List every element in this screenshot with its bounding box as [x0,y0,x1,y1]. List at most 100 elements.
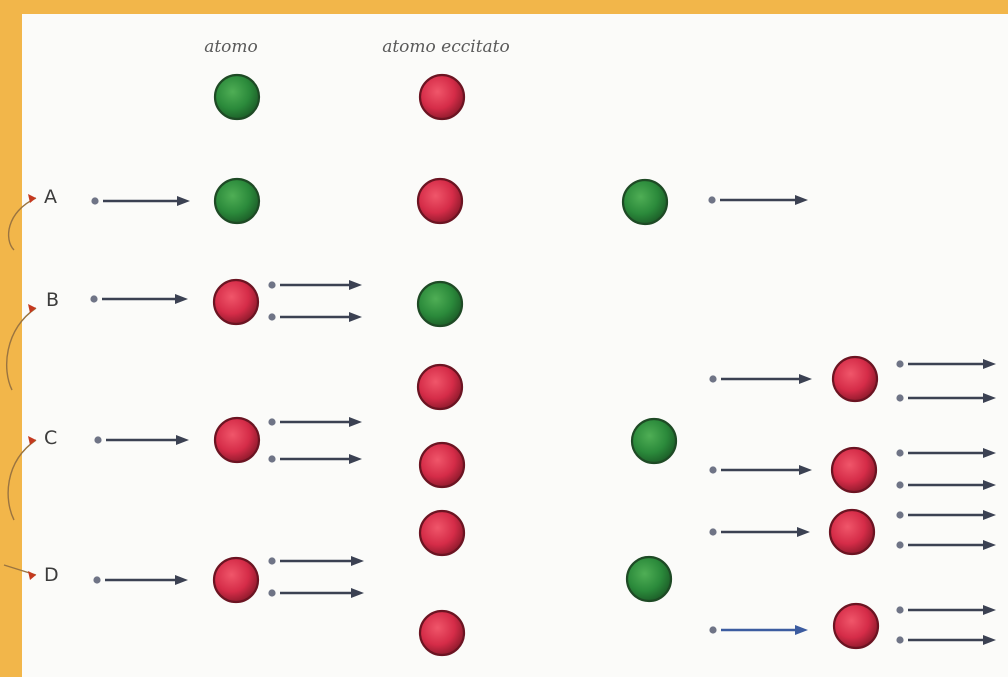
row-label-b: B [46,289,59,311]
row-label-c: C [44,427,57,449]
electron-arrow [709,527,810,537]
electron [268,418,276,426]
electron [896,394,904,402]
ground-state-atom [213,73,261,121]
electron-arrow [709,374,812,384]
arrow-head [349,454,362,464]
excited-atom [416,177,464,225]
electron [896,511,904,519]
atoms-layer [212,73,880,657]
arrow-head [799,374,812,384]
electron [268,557,276,565]
arrow-head [351,588,364,598]
electron [896,606,904,614]
arrow-head [983,635,996,645]
arrow-head [983,393,996,403]
electron [896,481,904,489]
electron-arrow [268,280,362,290]
ground-state-atom [213,177,261,225]
ground-state-atom [621,178,669,226]
arrow-head [983,605,996,615]
electron-arrow [896,605,996,615]
electron-arrow [90,294,188,304]
electron [709,626,717,634]
header-excited-atom: atomo eccitato [382,37,510,57]
excited-atom [212,278,260,326]
excited-atom [212,556,260,604]
excited-atom [418,73,466,121]
electron [94,436,102,444]
arrow-head [177,196,190,206]
ground-state-atom [625,555,673,603]
arrow-head [983,540,996,550]
connector-line [7,439,37,521]
excited-atom [831,355,879,403]
row-connectors [3,194,37,580]
electron [708,196,716,204]
electron-arrow [896,635,996,645]
electron-arrow [94,435,189,445]
electrons-layer [90,195,996,645]
connector-arrowhead [28,571,36,580]
electron [896,449,904,457]
electron-arrow [709,465,812,475]
electron [268,281,276,289]
excited-atom [418,441,466,489]
electron-arrow [708,195,808,205]
electron-arrow [268,417,362,427]
connector-arrowhead [28,194,36,203]
arrow-head [795,195,808,205]
electron-arrow [93,575,188,585]
excited-atom [418,609,466,657]
electron [896,541,904,549]
ground-state-atom [630,417,678,465]
arrow-head [795,625,808,635]
arrow-head [983,510,996,520]
arrow-head [349,280,362,290]
electron [91,197,99,205]
row-label-d: D [44,564,59,586]
electron [709,375,717,383]
electron-arrow [896,393,996,403]
arrow-head [797,527,810,537]
header-atom: atomo [204,37,258,57]
connector-line [6,307,37,391]
electron-arrow [268,454,362,464]
electron-arrow [896,448,996,458]
electron [268,313,276,321]
electron-arrow [91,196,190,206]
arrow-head [983,359,996,369]
electron-arrow [709,625,808,635]
arrow-head [349,417,362,427]
electron-arrow [268,556,364,566]
arrow-head [351,556,364,566]
arrow-head [176,435,189,445]
electron [896,360,904,368]
electron [709,466,717,474]
arrow-head [799,465,812,475]
electron-arrow [896,510,996,520]
excited-atom [830,446,878,494]
row-label-a: A [44,186,57,208]
arrow-head [175,575,188,585]
electron-arrow [268,312,362,322]
diagram-panel [22,14,1008,677]
arrow-head [983,480,996,490]
connector-arrowhead [28,304,36,313]
excited-atom [828,508,876,556]
electron [268,589,276,597]
ground-state-atom [416,280,464,328]
connector-line [7,197,37,251]
excited-atom [416,363,464,411]
electron-arrow [268,588,364,598]
electron-arrow [896,540,996,550]
connector-arrowhead [28,436,36,445]
excited-atom [213,416,261,464]
electron-arrow [896,480,996,490]
electron [709,528,717,536]
electron [90,295,98,303]
electron [268,455,276,463]
electron-arrow [896,359,996,369]
excited-atom [832,602,880,650]
